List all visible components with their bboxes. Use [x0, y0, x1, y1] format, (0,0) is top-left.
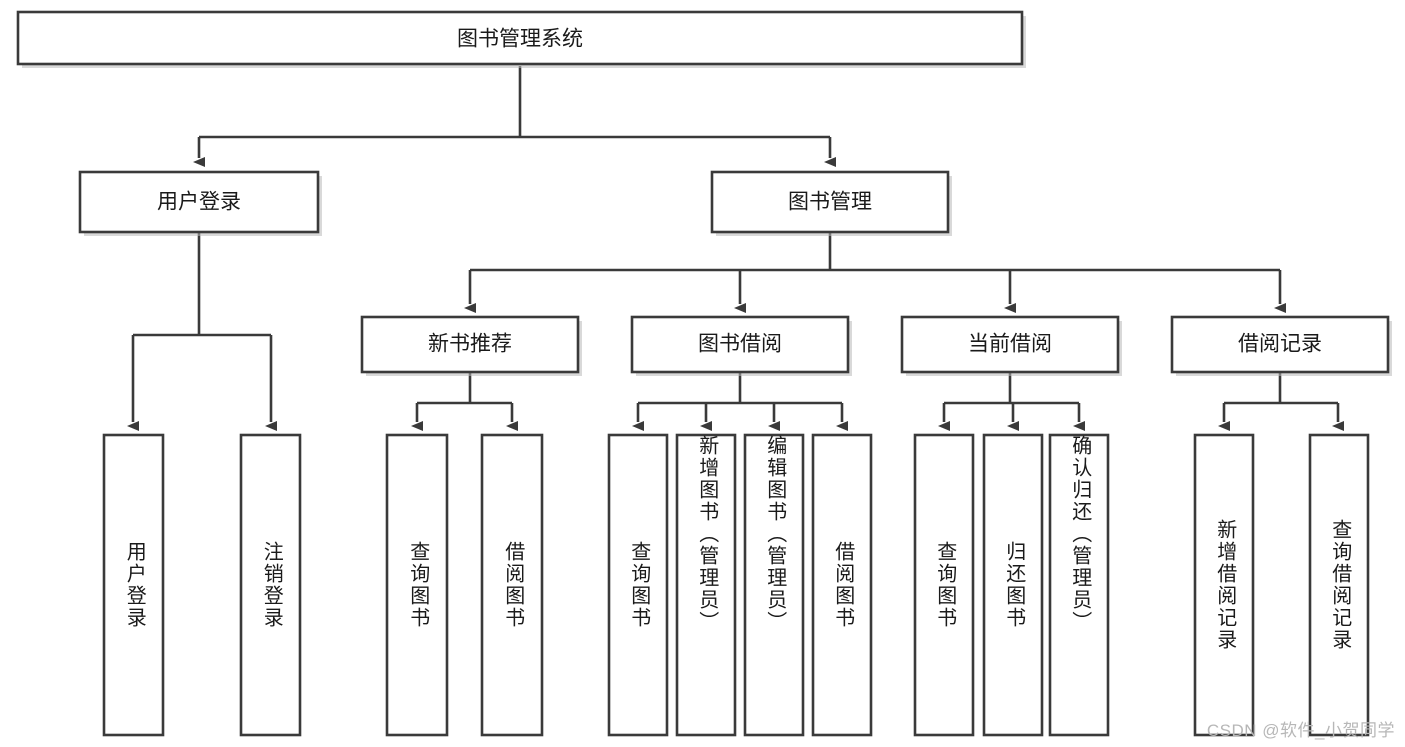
leaf-current-3[interactable]: [1048, 433, 1110, 737]
watermark-text: CSDN @软件_小贺同学: [1206, 721, 1395, 740]
leaf-record-2[interactable]: [1308, 433, 1370, 737]
leaf-record-1[interactable]: [1193, 433, 1255, 737]
node-user-login-label: 用户登录: [157, 191, 241, 214]
leaf-recommend-1[interactable]: [385, 433, 449, 737]
leaf-borrow-3[interactable]: [743, 433, 805, 737]
node-layer: 图书管理系统 用户登录 图书管理 新书推荐 图书借阅 当前借阅: [16, 10, 1392, 737]
node-root-system[interactable]: [16, 10, 1024, 66]
node-borrow-record-label: 借阅记录: [1238, 333, 1322, 356]
node-new-book-recommend[interactable]: [360, 315, 580, 374]
node-borrow-record[interactable]: [1170, 315, 1390, 374]
connector-layer: [127, 66, 1344, 431]
node-user-login[interactable]: [78, 170, 320, 234]
leaf-user-login-2[interactable]: [239, 433, 302, 737]
leaf-borrow-4[interactable]: [811, 433, 873, 737]
node-book-management[interactable]: [710, 170, 950, 234]
leaf-borrow-2[interactable]: [675, 433, 737, 737]
node-root-system-label: 图书管理系统: [457, 28, 583, 51]
node-new-book-recommend-label: 新书推荐: [428, 333, 512, 356]
leaf-current-2[interactable]: [982, 433, 1044, 737]
leaf-current-1[interactable]: [913, 433, 975, 737]
node-book-borrow[interactable]: [630, 315, 850, 374]
node-current-borrow[interactable]: [900, 315, 1120, 374]
node-book-borrow-label: 图书借阅: [698, 333, 782, 356]
node-book-management-label: 图书管理: [788, 191, 872, 214]
leaf-user-login-1[interactable]: [102, 433, 165, 737]
leaf-recommend-2[interactable]: [480, 433, 544, 737]
leaf-borrow-1[interactable]: [607, 433, 669, 737]
node-current-borrow-label: 当前借阅: [968, 333, 1052, 356]
